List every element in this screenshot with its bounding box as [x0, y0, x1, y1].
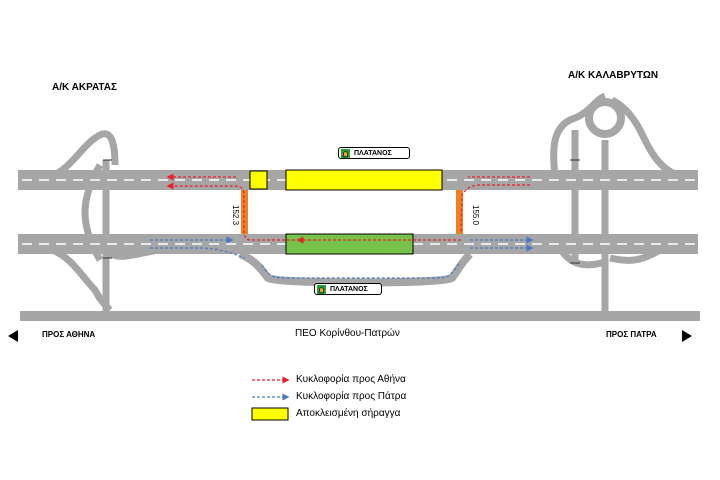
tunnel-icon	[317, 284, 326, 294]
km-marker-right: 155.0	[471, 205, 480, 226]
to-athens-label: ΠΡΟΣ ΑΘΗΝΑ	[42, 330, 96, 339]
roundabout	[585, 98, 625, 138]
tunnel-sign-bottom-label: ΠΛΑΤΑΝΟΣ	[330, 285, 368, 293]
old-national-road	[20, 311, 700, 321]
legend-patra-label: Κυκλοφορία προς Πάτρα	[296, 391, 407, 402]
legend-athens-label: Κυκλοφορία προς Αθήνα	[296, 374, 406, 385]
legend-closed-label: Αποκλεισμένη σήραγγα	[296, 408, 401, 419]
patra-traffic-route	[150, 236, 534, 279]
closed-tunnel-main	[285, 169, 443, 191]
tunnel-sign-bottom: ΠΛΑΤΑΝΟΣ	[314, 283, 382, 295]
arrow-to-athens	[8, 330, 18, 342]
right-interchange-label: Α/Κ ΚΑΛΑΒΡΥΤΩΝ	[568, 70, 659, 81]
tunnel-sign-top-label: ΠΛΑΤΑΝΟΣ	[354, 149, 392, 157]
athens-traffic-route	[166, 173, 530, 244]
crossover-right	[456, 190, 463, 234]
km-marker-left: 152.3	[231, 205, 240, 226]
to-patra-label: ΠΡΟΣ ΠΑΤΡΑ	[606, 330, 657, 339]
legend-closed-swatch	[251, 407, 289, 421]
tunnel-icon	[341, 148, 350, 158]
closed-tunnel-small	[249, 170, 268, 190]
left-interchange	[39, 130, 161, 313]
arrow-to-patra	[682, 330, 692, 342]
open-tunnel	[285, 233, 414, 255]
left-interchange-label: Α/Κ ΑΚΡΑΤΑΣ	[52, 82, 117, 93]
bypass-road	[238, 250, 473, 287]
tunnel-sign-top: ΠΛΑΤΑΝΟΣ	[338, 147, 410, 159]
old-road-label: ΠΕΟ Κορίνθου-Πατρών	[295, 328, 400, 339]
